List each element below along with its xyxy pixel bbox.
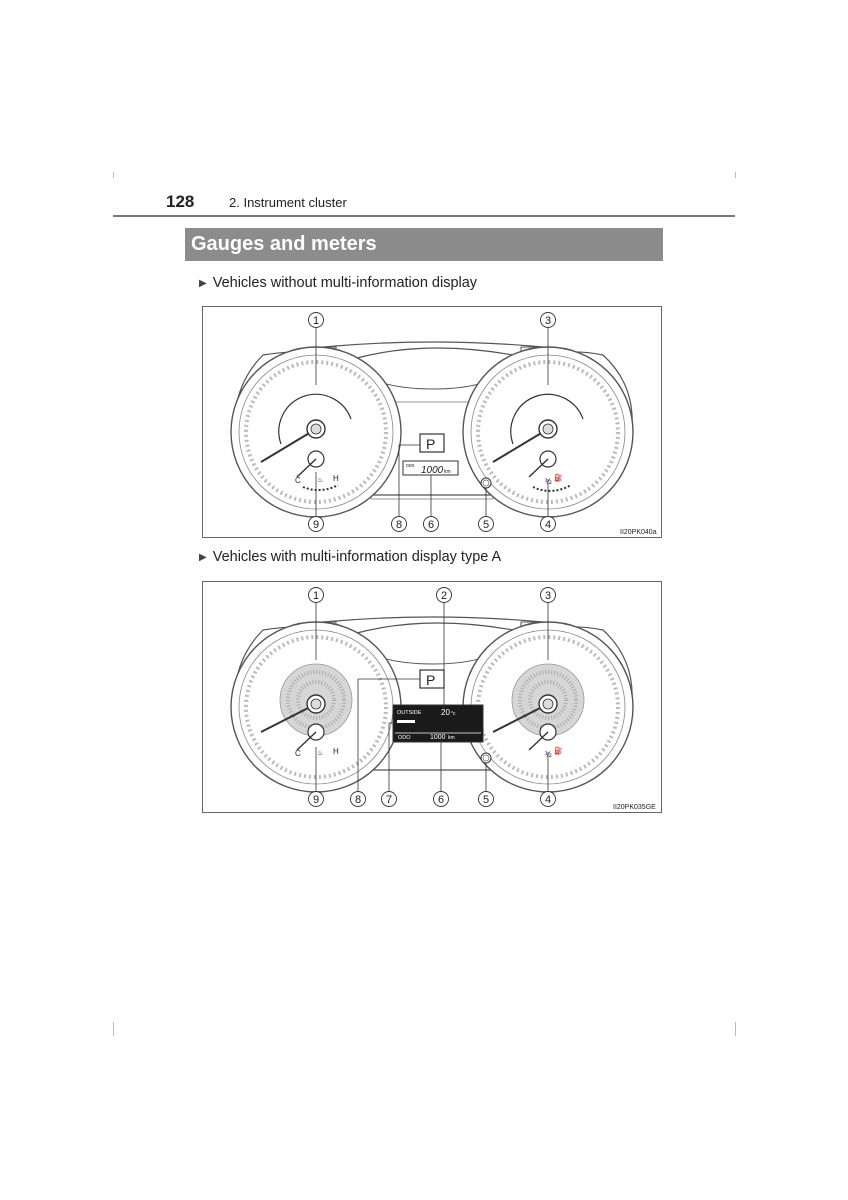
fuel-half-label: ½ [545, 750, 552, 759]
figure-2: C H ♨ ½ ⛽ P OUTSIDE 20 °c ODO 1000 km [202, 581, 662, 813]
fuel-pump-icon: ⛽ [554, 473, 563, 482]
crop-mark [113, 1022, 114, 1036]
odo-value: 1000 [430, 734, 446, 741]
odo-label: ODO [398, 735, 411, 741]
odometer-unit: km [444, 469, 451, 475]
page-number: 128 [166, 192, 195, 211]
fuel-pump-icon: ⛽ [554, 746, 563, 755]
multi-information-display [392, 704, 484, 743]
display-divider-bar [397, 720, 415, 723]
odo-icon: ooo [406, 463, 415, 469]
outside-temp-value: 20 [441, 708, 450, 717]
crop-mark [735, 1022, 736, 1036]
shift-position-indicator [419, 433, 445, 453]
callout-1: 1 [313, 590, 319, 602]
figure-1-subheading: ▶ Vehicles without multi-information disp… [199, 275, 477, 291]
odometer-display [402, 460, 459, 476]
callout-5: 5 [483, 519, 489, 531]
callout-6: 6 [438, 794, 444, 806]
tachometer-gauge: C H ♨ [230, 621, 402, 793]
outside-temp-label: OUTSIDE [397, 710, 422, 716]
coolant-temp-icon: ♨ [317, 749, 323, 757]
cluster-top-bezel [322, 616, 544, 623]
coolant-temp-icon: ♨ [317, 476, 323, 484]
callout-7: 7 [386, 794, 392, 806]
figure-code: II20PK040a [620, 529, 657, 536]
callout-5: 5 [483, 794, 489, 806]
callout-4: 4 [545, 794, 551, 806]
odometer-value: 1000 [421, 465, 444, 476]
figure-2-subheading: ▶ Vehicles with multi-information display… [199, 549, 501, 565]
callout-3: 3 [545, 315, 551, 327]
trip-reset-knob [480, 477, 492, 489]
callout-1: 1 [313, 315, 319, 327]
temp-cold-label: C [295, 749, 301, 758]
callout-9: 9 [313, 519, 319, 531]
callout-2: 2 [441, 590, 447, 602]
fuel-half-label: ½ [545, 477, 552, 486]
speedometer-gauge: ½ ⛽ [462, 346, 634, 518]
trip-reset-knob [480, 752, 492, 764]
speedometer-gauge: ½ ⛽ [462, 621, 634, 793]
shift-position-letter: P [426, 672, 435, 688]
shift-position-letter: P [426, 436, 435, 452]
figure-code: II20PK035GE [613, 804, 656, 811]
odo-unit: km [448, 735, 455, 741]
outside-temp-unit: °c [451, 711, 456, 717]
tachometer-gauge: C H ♨ [230, 346, 402, 518]
figure-1-subheading-text: Vehicles without multi-information displ… [212, 275, 478, 291]
figure-2-subheading-text: Vehicles with multi-information display … [212, 549, 502, 565]
section-title: Gauges and meters [185, 228, 663, 261]
callout-8: 8 [355, 794, 361, 806]
figure-1: C H ♨ ½ ⛽ P ooo 1000 km 1 3 [202, 306, 662, 538]
figure-1-illustration: C H ♨ ½ ⛽ P ooo 1000 km 1 3 [230, 312, 657, 536]
callout-3: 3 [545, 590, 551, 602]
crop-mark [735, 172, 736, 178]
chapter-title: 2. Instrument cluster [229, 195, 347, 210]
crop-mark [113, 172, 114, 178]
temp-cold-label: C [295, 476, 301, 485]
temp-hot-label: H [333, 747, 339, 756]
callout-4: 4 [545, 519, 551, 531]
header-rule [113, 215, 735, 217]
bullet-triangle-icon: ▶ [199, 278, 207, 289]
cluster-top-bezel [322, 341, 544, 348]
bullet-triangle-icon: ▶ [199, 552, 207, 563]
callout-9: 9 [313, 794, 319, 806]
figure-2-illustration: C H ♨ ½ ⛽ P OUTSIDE 20 °c ODO 1000 km [230, 587, 656, 811]
temp-hot-label: H [333, 474, 339, 483]
callout-8: 8 [396, 519, 402, 531]
callout-6: 6 [428, 519, 434, 531]
